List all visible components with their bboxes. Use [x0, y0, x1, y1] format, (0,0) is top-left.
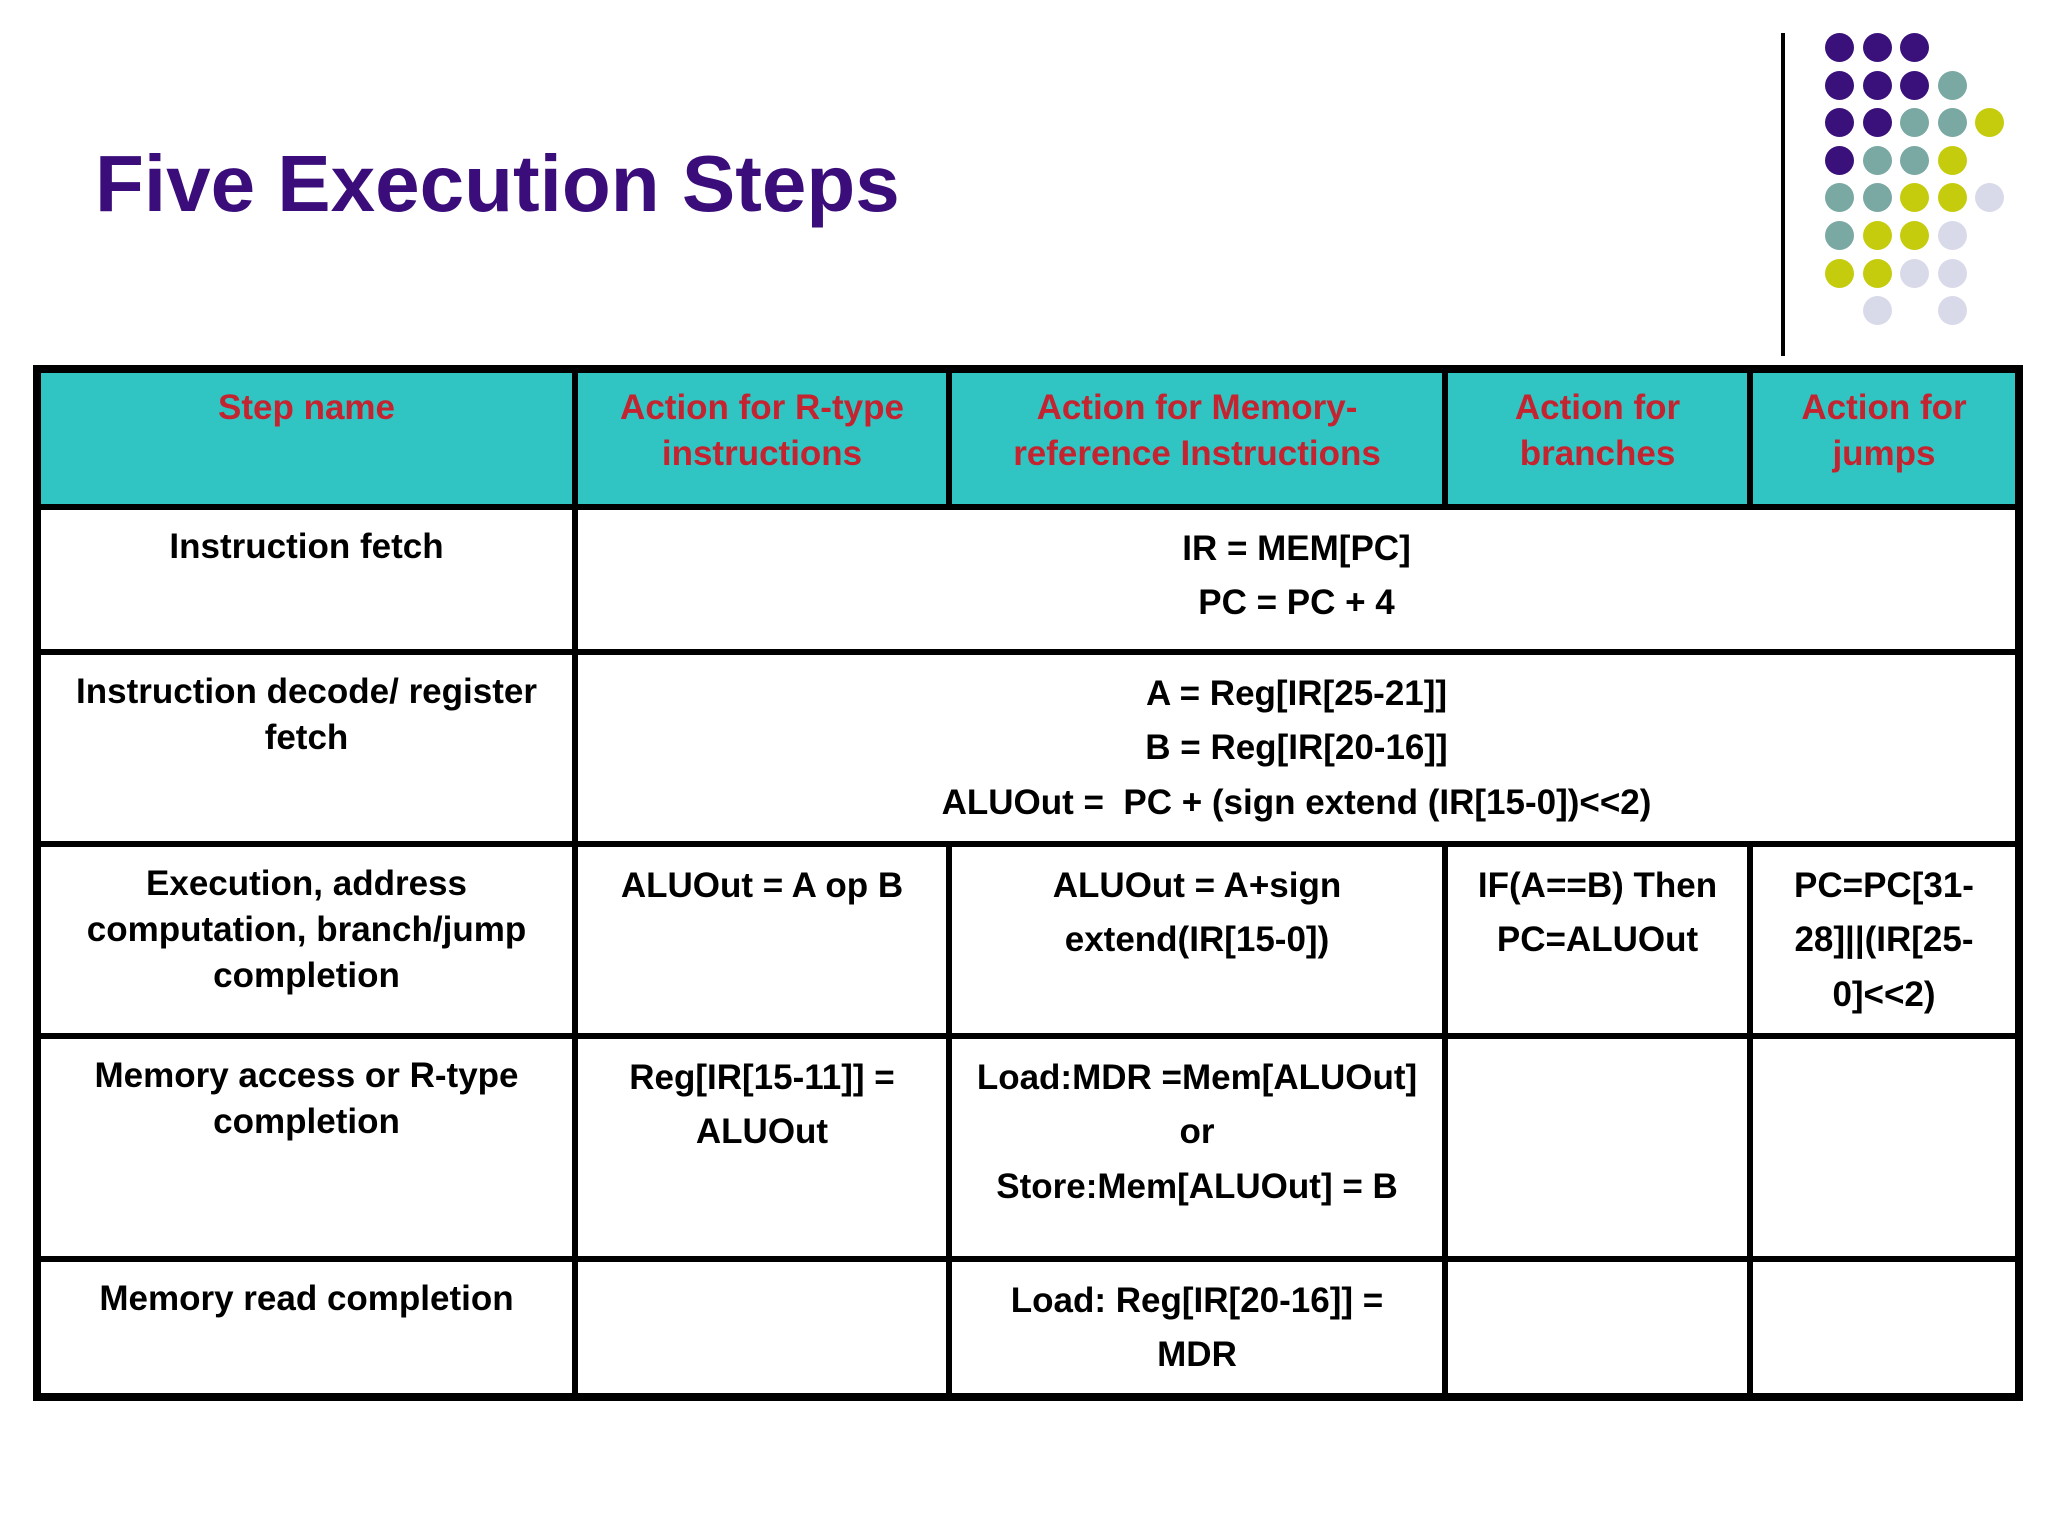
dot	[1863, 71, 1892, 100]
dot	[1863, 33, 1892, 62]
step-name-cell: Execution, address computation, branch/j…	[34, 841, 578, 1039]
dot	[1825, 146, 1854, 175]
dot	[1825, 221, 1854, 250]
divider-line	[1781, 33, 1785, 356]
dot	[1938, 296, 1967, 325]
page-title: Five Execution Steps	[95, 139, 900, 228]
step-name-cell: Memory access or R-type completion	[34, 1033, 578, 1262]
table-row-instruction-fetch: Instruction fetch IR = MEM[PC] PC = PC +…	[34, 504, 2022, 655]
action-branch-cell	[1442, 1256, 1753, 1400]
table-row-execution: Execution, address computation, branch/j…	[34, 841, 2022, 1039]
dot	[1825, 108, 1854, 137]
dot	[1825, 71, 1854, 100]
action-jump-cell	[1747, 1256, 2022, 1400]
header-memref: Action for Memory- reference Instruction…	[946, 366, 1448, 510]
dot	[1975, 108, 2004, 137]
action-rtype-cell	[572, 1256, 952, 1400]
dot	[1900, 146, 1929, 175]
dot	[1900, 221, 1929, 250]
dot	[1863, 146, 1892, 175]
table-header-row: Step name Action for R-type instructions…	[34, 366, 2022, 510]
dot	[1900, 33, 1929, 62]
dot	[1975, 183, 2004, 212]
dot	[1900, 259, 1929, 288]
dot	[1938, 146, 1967, 175]
action-memref-cell: Load:MDR =Mem[ALUOut] or Store:Mem[ALUOu…	[946, 1033, 1448, 1262]
table-row-instruction-decode: Instruction decode/ register fetch A = R…	[34, 649, 2022, 847]
step-name-cell: Memory read completion	[34, 1256, 578, 1400]
header-step-name: Step name	[34, 366, 578, 510]
step-name-cell: Instruction fetch	[34, 504, 578, 655]
action-branch-cell: IF(A==B) Then PC=ALUOut	[1442, 841, 1753, 1039]
action-rtype-cell: Reg[IR[15-11]] = ALUOut	[572, 1033, 952, 1262]
header-rtype: Action for R-type instructions	[572, 366, 952, 510]
dots-pattern	[1825, 33, 2025, 343]
dot	[1938, 108, 1967, 137]
dot	[1863, 296, 1892, 325]
dot	[1863, 259, 1892, 288]
action-all-cell: A = Reg[IR[25-21]] B = Reg[IR[20-16]] AL…	[572, 649, 2022, 847]
step-name-cell: Instruction decode/ register fetch	[34, 649, 578, 847]
header-jumps: Action for jumps	[1747, 366, 2022, 510]
table-row-memory-read: Memory read completion Load: Reg[IR[20-1…	[34, 1256, 2022, 1400]
table-row-memory-access: Memory access or R-type completion Reg[I…	[34, 1033, 2022, 1262]
header-branches: Action for branches	[1442, 366, 1753, 510]
action-rtype-cell: ALUOut = A op B	[572, 841, 952, 1039]
dot	[1938, 259, 1967, 288]
dot	[1938, 221, 1967, 250]
action-memref-cell: ALUOut = A+sign extend(IR[15-0])	[946, 841, 1448, 1039]
action-memref-cell: Load: Reg[IR[20-16]] = MDR	[946, 1256, 1448, 1400]
dot	[1900, 108, 1929, 137]
dot	[1938, 71, 1967, 100]
execution-steps-table: Step name Action for R-type instructions…	[33, 365, 2023, 1401]
action-jump-cell	[1747, 1033, 2022, 1262]
dot	[1825, 259, 1854, 288]
dot	[1825, 183, 1854, 212]
dot	[1863, 108, 1892, 137]
action-all-cell: IR = MEM[PC] PC = PC + 4	[572, 504, 2022, 655]
dot	[1900, 71, 1929, 100]
dot	[1863, 221, 1892, 250]
dot	[1938, 183, 1967, 212]
dot	[1825, 33, 1854, 62]
dot	[1863, 183, 1892, 212]
action-branch-cell	[1442, 1033, 1753, 1262]
action-jump-cell: PC=PC[31- 28]||(IR[25- 0]<<2)	[1747, 841, 2022, 1039]
dot	[1900, 183, 1929, 212]
